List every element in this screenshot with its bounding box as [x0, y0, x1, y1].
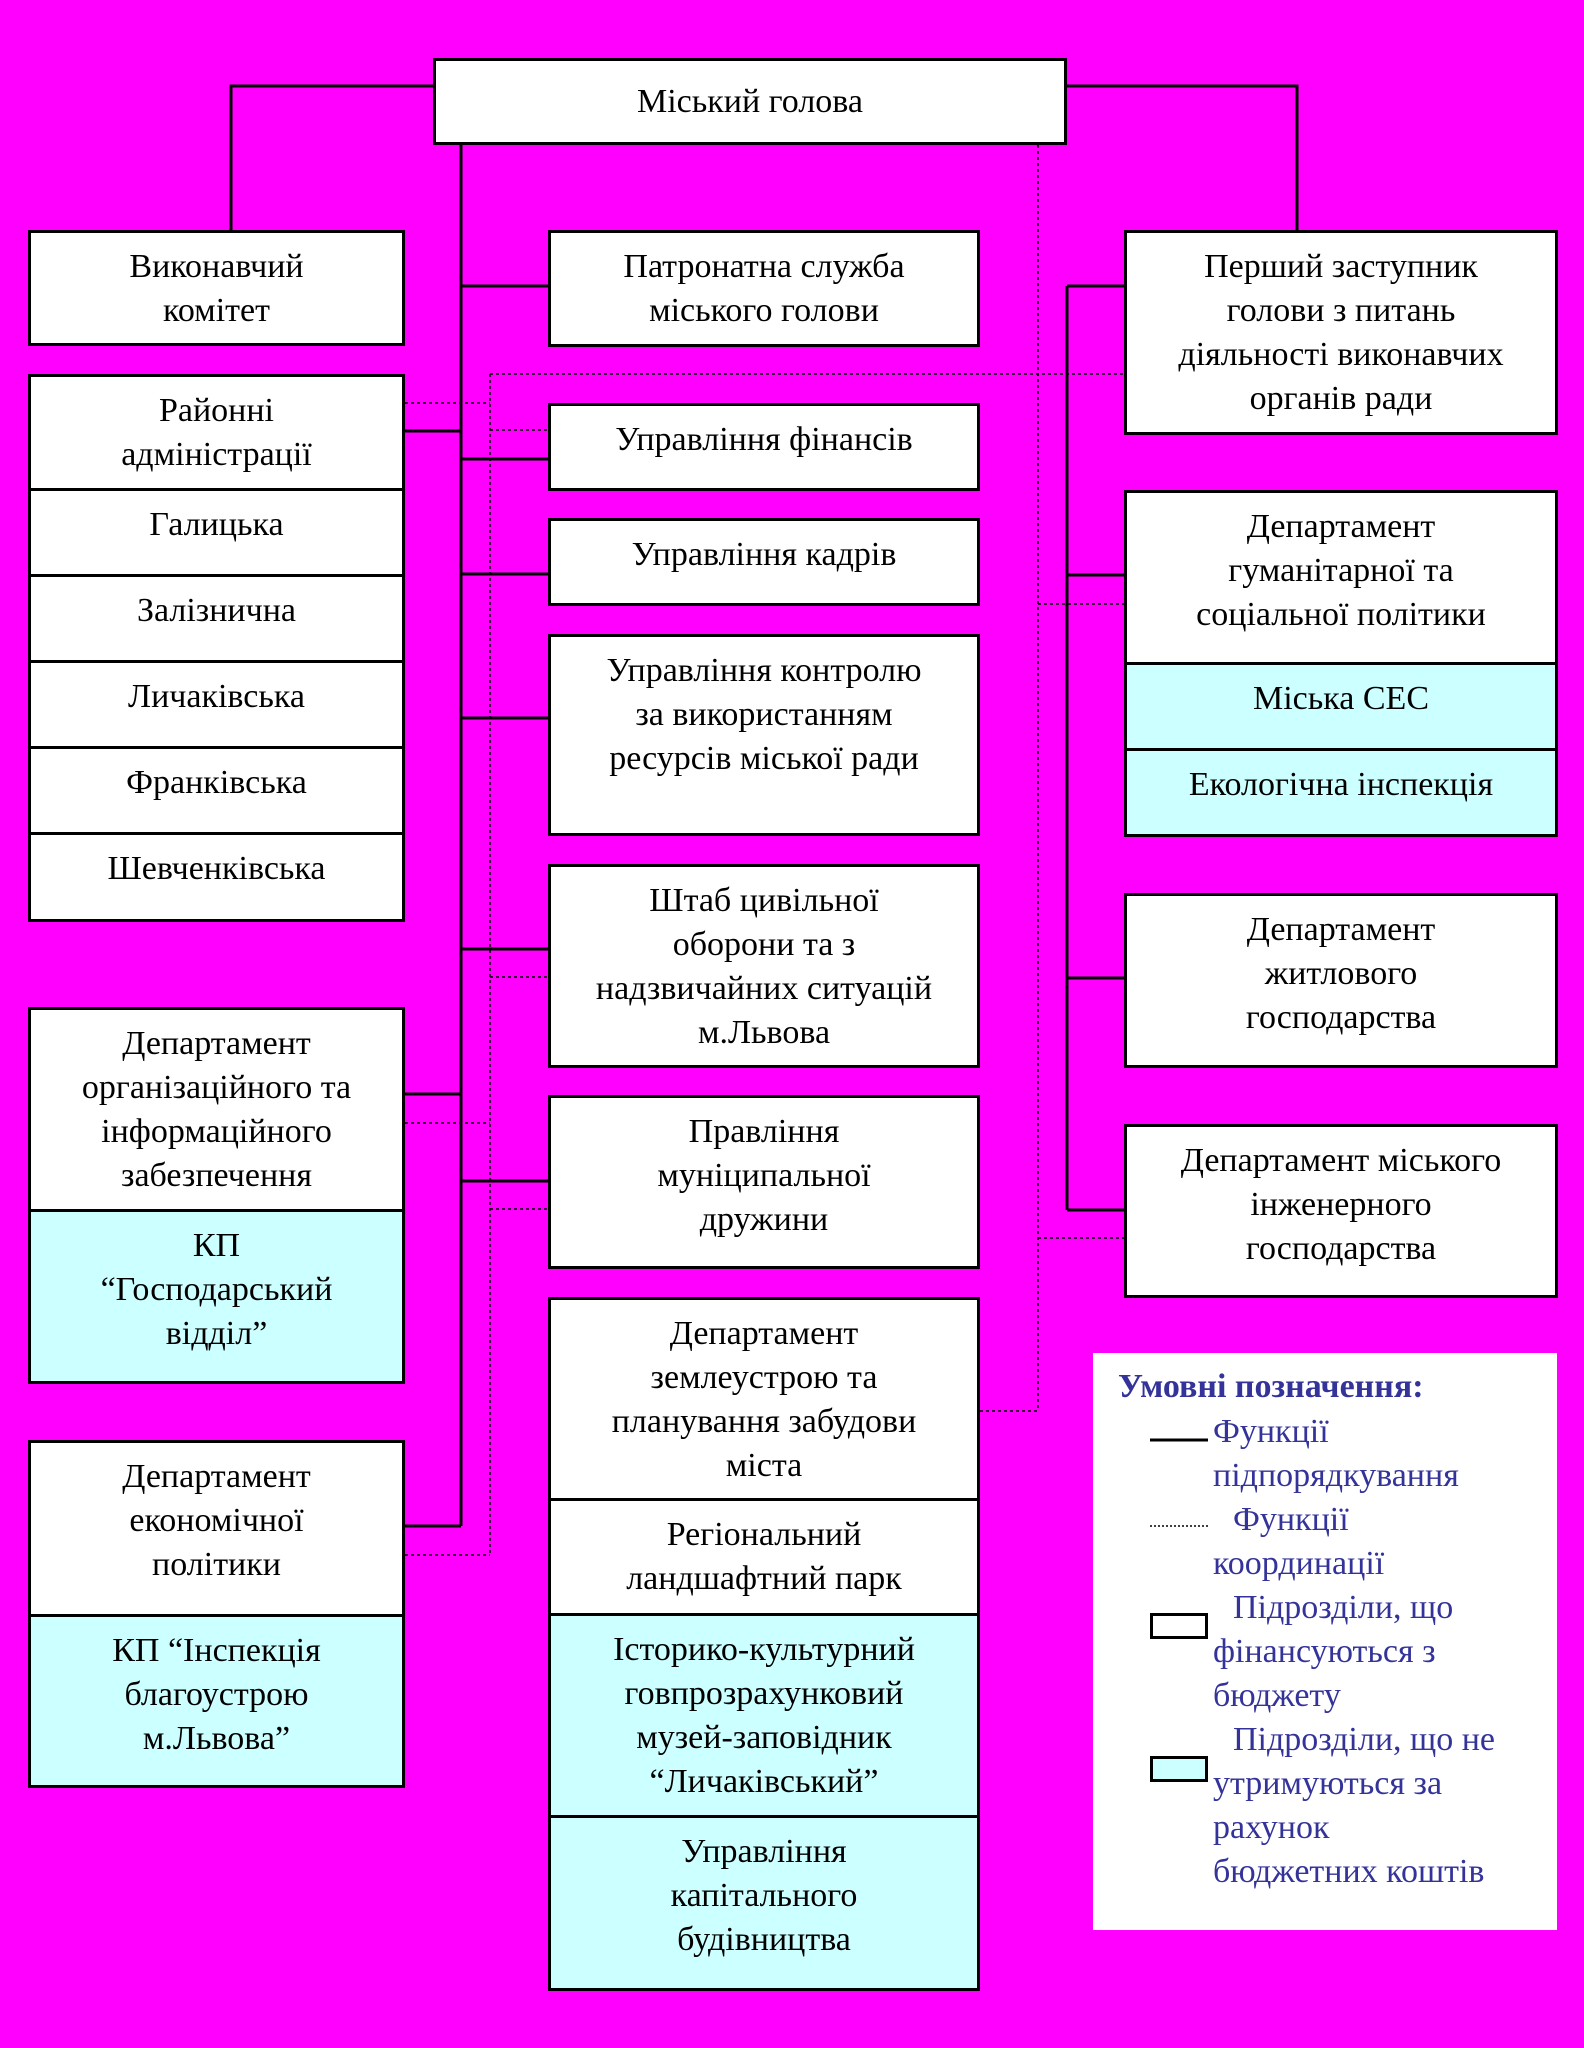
eco-inspection-box: Екологічна інспекція — [1124, 748, 1558, 837]
district-item-label: Шевченківська — [107, 850, 326, 887]
capital-construction-label: Управління капітального будівництва — [670, 1833, 858, 1958]
org-info-dept-box: Департамент організаційного та інформаці… — [28, 1007, 405, 1212]
district-item-label: Залізнична — [136, 592, 297, 629]
district-item-label: Галицька — [149, 506, 284, 543]
economic-dept-label: Департамент економічної політики — [122, 1458, 311, 1583]
district-item-label: Франківська — [126, 764, 307, 801]
first-deputy-label: Перший заступник голови з питань діяльно… — [1178, 248, 1504, 417]
landscape-park-label: Регіональний ландшафтний парк — [626, 1516, 902, 1597]
district-item: Франківська — [28, 746, 405, 835]
hr-dept-label: Управління кадрів — [631, 536, 897, 573]
cyan-box-icon — [1150, 1756, 1208, 1782]
executive-committee-box: Виконавчий комітет — [28, 230, 405, 346]
housing-dept-label: Департамент житлового господарства — [1245, 911, 1437, 1036]
kp-inspection-box: КП “Інспекція благоустрою м.Львова” — [28, 1614, 405, 1788]
dotted-line-icon — [1150, 1525, 1208, 1527]
legend-subordination: Функції підпорядкування — [1213, 1413, 1459, 1494]
kp-inspection-label: КП “Інспекція благоустрою м.Львова” — [112, 1632, 321, 1757]
municipal-guard-label: Правління муніципальної дружини — [657, 1113, 871, 1238]
civil-defense-box: Штаб цивільної оборони та з надзвичайних… — [548, 864, 980, 1068]
municipal-guard-box: Правління муніципальної дружини — [548, 1095, 980, 1269]
district-item-label: Личаківська — [128, 678, 305, 715]
civil-defense-label: Штаб цивільної оборони та з надзвичайних… — [595, 882, 933, 1051]
control-dept-box: Управління контролю за використанням рес… — [548, 634, 980, 836]
landscape-park-box: Регіональний ландшафтний парк — [548, 1498, 980, 1616]
economic-dept-box: Департамент економічної політики — [28, 1440, 405, 1617]
executive-committee-label: Виконавчий комітет — [129, 248, 304, 329]
hr-dept-box: Управління кадрів — [548, 518, 980, 606]
mayor-label: Міський голова — [637, 82, 863, 120]
kp-household-label: КП “Господарський відділ” — [100, 1227, 333, 1352]
engineering-dept-box: Департамент міського інженерного господа… — [1124, 1124, 1558, 1298]
district-item: Галицька — [28, 488, 405, 577]
mayor-box: Міський голова — [433, 58, 1067, 145]
legend-non-budget: Підрозділи, що не утримуються за рахунок… — [1213, 1721, 1495, 1890]
district-admins-box: Районні адміністрації — [28, 374, 405, 491]
subordination-lines — [229, 84, 1299, 1528]
district-item: Личаківська — [28, 660, 405, 749]
eco-inspection-label: Екологічна інспекція — [1188, 766, 1494, 803]
capital-construction-box: Управління капітального будівництва — [548, 1815, 980, 1991]
engineering-dept-label: Департамент міського інженерного господа… — [1180, 1142, 1502, 1267]
city-ses-label: Міська СЕС — [1253, 680, 1429, 717]
humanitarian-dept-box: Департамент гуманітарної та соціальної п… — [1124, 490, 1558, 665]
legend-title: Умовні позначення: — [1118, 1368, 1424, 1405]
district-item: Залізнична — [28, 574, 405, 663]
legend: Умовні позначення: Функції підпорядкуван… — [1093, 1353, 1557, 1930]
museum-box: Історико-культурний говпрозрахунковий му… — [548, 1613, 980, 1818]
kp-household-box: КП “Господарський відділ” — [28, 1209, 405, 1384]
solid-line-icon — [1150, 1438, 1208, 1442]
housing-dept-box: Департамент житлового господарства — [1124, 893, 1558, 1068]
finance-dept-box: Управління фінансів — [548, 403, 980, 491]
legend-budget-funded: Підрозділи, що фінансуються з бюджету — [1213, 1589, 1454, 1714]
district-item: Шевченківська — [28, 832, 405, 922]
finance-dept-label: Управління фінансів — [615, 421, 913, 458]
museum-label: Історико-культурний говпрозрахунковий му… — [613, 1631, 915, 1800]
city-ses-box: Міська СЕС — [1124, 662, 1558, 751]
humanitarian-dept-label: Департамент гуманітарної та соціальної п… — [1196, 508, 1486, 633]
coordination-lines — [405, 145, 1124, 1556]
land-dept-box: Департамент землеустрою та планування за… — [548, 1297, 980, 1501]
patronage-service-box: Патронатна служба міського голови — [548, 230, 980, 347]
land-dept-label: Департамент землеустрою та планування за… — [611, 1315, 917, 1484]
legend-coordination: Функції координації — [1213, 1501, 1385, 1582]
control-dept-label: Управління контролю за використанням рес… — [606, 652, 922, 777]
org-info-dept-label: Департамент організаційного та інформаці… — [81, 1025, 352, 1194]
first-deputy-box: Перший заступник голови з питань діяльно… — [1124, 230, 1558, 435]
patronage-service-label: Патронатна служба міського голови — [623, 248, 905, 329]
white-box-icon — [1150, 1613, 1208, 1639]
district-admins-title: Районні адміністрації — [121, 392, 312, 473]
